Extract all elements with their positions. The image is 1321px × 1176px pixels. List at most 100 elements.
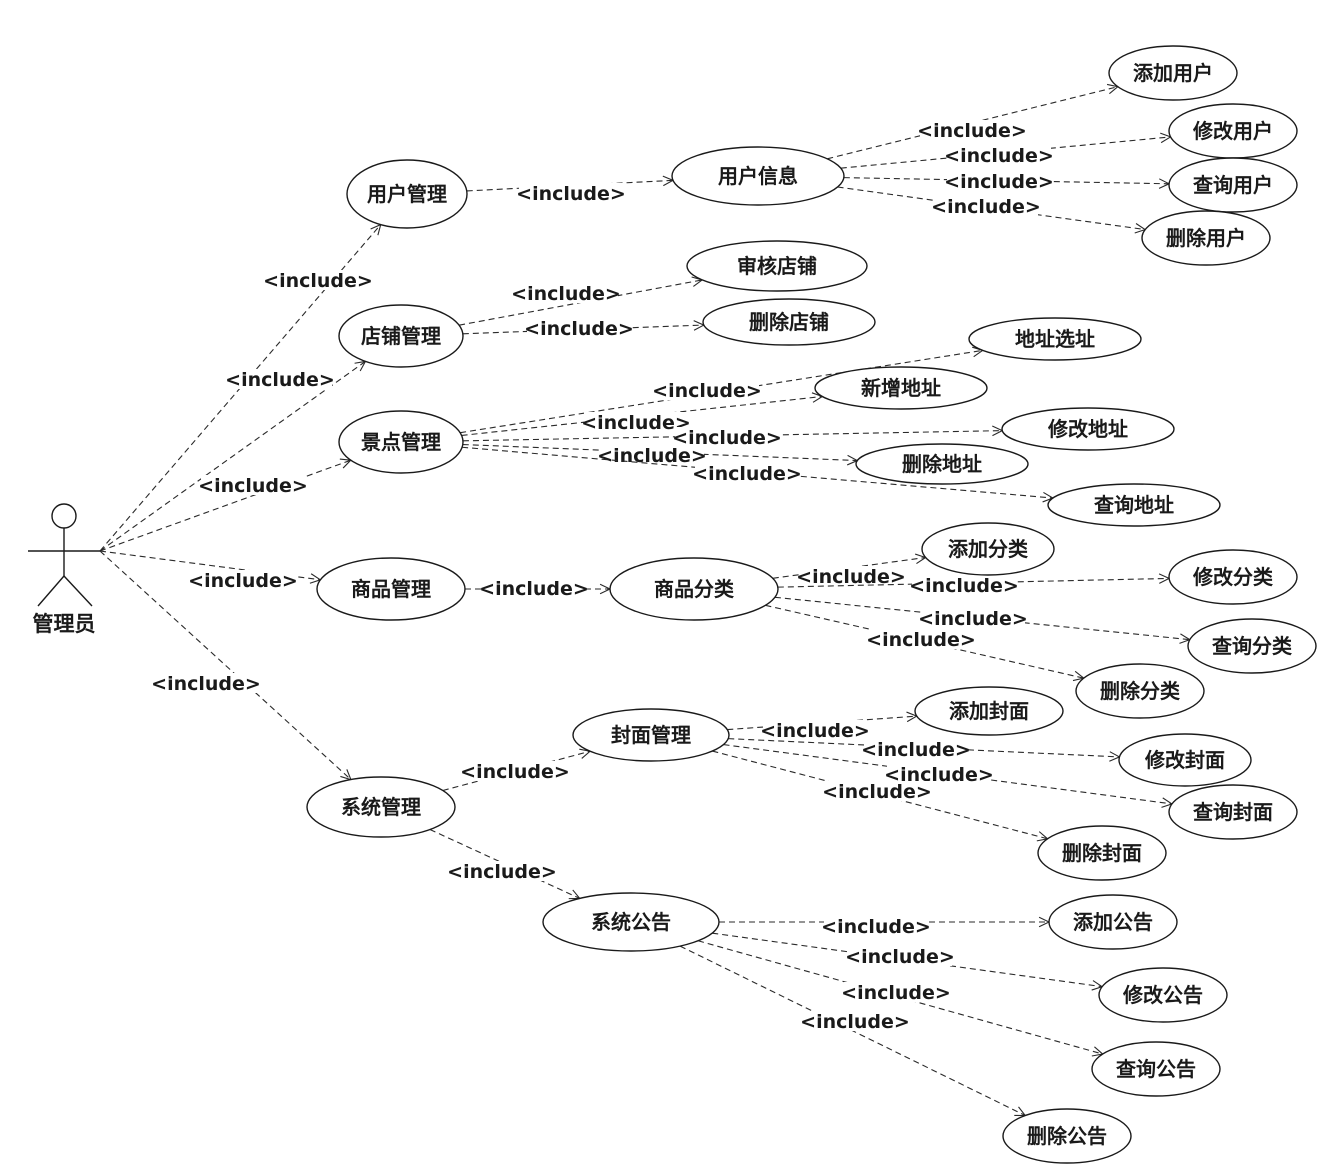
use-case-goods-cat: 商品分类 (609, 557, 779, 621)
use-case-audit-shop: 审核店铺 (686, 240, 868, 292)
use-case-label: 修改封面 (1144, 748, 1225, 772)
include-label: <include> (800, 1011, 910, 1033)
use-case-user-mgmt: 用户管理 (346, 159, 468, 229)
include-relation: <include> (727, 711, 918, 742)
include-edge (712, 932, 1103, 988)
include-label-bg (848, 946, 952, 966)
include-label-bg (934, 196, 1038, 216)
use-case-ellipse (609, 557, 779, 621)
use-case-ellipse (1168, 157, 1298, 213)
use-case-add-notice: 添加公告 (1048, 894, 1178, 950)
use-case-ellipse (702, 298, 876, 346)
include-label-bg (825, 781, 929, 801)
use-case-ellipse (1098, 967, 1228, 1023)
use-case-sys-mgmt: 系统管理 (306, 776, 456, 838)
use-case-ellipse (1037, 825, 1167, 881)
include-relation: <include> (827, 83, 1120, 160)
include-label-bg (201, 475, 305, 495)
include-edge (772, 556, 926, 579)
include-label: <include> (460, 761, 570, 783)
include-relation: <include> (462, 318, 706, 340)
use-case-label: 商品分类 (654, 577, 734, 601)
use-case-label: 新增地址 (861, 376, 941, 400)
include-edge (99, 550, 352, 780)
include-label-bg (675, 427, 779, 447)
use-case-label: 修改地址 (1047, 417, 1128, 441)
use-case-ellipse (1001, 407, 1175, 451)
use-case-label: 用户管理 (367, 182, 447, 206)
use-case-ellipse (1075, 663, 1205, 719)
use-case-spot-mgmt: 景点管理 (338, 410, 464, 474)
include-label-bg (763, 720, 867, 740)
include-label: <include> (652, 380, 762, 402)
use-case-del-addr: 删除地址 (855, 443, 1029, 485)
include-label: <include> (672, 427, 782, 449)
include-label: <include> (511, 283, 621, 305)
include-relation: <include> (429, 829, 581, 900)
include-label: <include> (225, 369, 335, 391)
include-label: <include> (861, 739, 971, 761)
include-label: <include> (822, 781, 932, 803)
include-relation: <include> (777, 573, 1171, 597)
include-edge (99, 459, 351, 552)
include-label-bg (584, 412, 688, 432)
include-label: <include> (944, 145, 1054, 167)
include-label: <include> (198, 475, 308, 497)
include-relation: <include> (712, 932, 1104, 991)
use-case-edit-user: 修改用户 (1168, 103, 1298, 159)
include-relation: <include> (719, 916, 1051, 938)
use-case-ellipse (814, 366, 988, 410)
include-relation: <include> (840, 132, 1172, 169)
use-case-edit-addr: 修改地址 (1001, 407, 1175, 451)
include-label: <include> (516, 183, 626, 205)
include-label-bg (864, 739, 968, 759)
use-case-ellipse (671, 146, 845, 206)
use-case-ellipse (1047, 483, 1221, 527)
use-case-query-cat: 查询分类 (1187, 618, 1317, 674)
include-label-bg (519, 183, 623, 203)
include-label: <include> (760, 720, 870, 742)
use-case-shop-mgmt: 店铺管理 (338, 304, 464, 368)
use-case-ellipse (1108, 45, 1238, 101)
include-label: <include> (263, 270, 373, 292)
use-case-addr-select: 地址选址 (968, 317, 1142, 361)
include-label: <include> (188, 570, 298, 592)
include-label: <include> (524, 318, 634, 340)
actor-figure: 管理员 (28, 503, 100, 636)
use-case-ellipse (346, 159, 468, 229)
include-relation: <include> (462, 425, 1004, 449)
include-label-bg (527, 318, 631, 338)
use-case-add-user: 添加用户 (1108, 45, 1238, 101)
include-label-bg (228, 369, 332, 389)
use-case-ellipse (572, 708, 730, 762)
include-relation: <include> (99, 550, 352, 781)
use-case-label: 修改公告 (1122, 983, 1203, 1007)
include-label-bg (803, 1011, 907, 1031)
use-case-goods-mgmt: 商品管理 (316, 557, 466, 621)
use-case-label: 添加分类 (948, 537, 1028, 561)
use-case-edit-notice: 修改公告 (1098, 967, 1228, 1023)
include-label-bg (947, 145, 1051, 165)
include-label-bg (154, 673, 258, 693)
use-case-ellipse (1048, 894, 1178, 950)
actor-left-leg (37, 575, 65, 607)
include-label: <include> (931, 196, 1041, 218)
use-case-ellipse (1091, 1041, 1221, 1097)
include-edge (723, 744, 1173, 805)
include-label: <include> (845, 946, 955, 968)
include-label: <include> (447, 861, 557, 883)
use-case-label: 系统管理 (341, 795, 421, 819)
include-label-bg (695, 463, 799, 483)
include-label: <include> (866, 629, 976, 651)
arrowhead (339, 458, 352, 469)
use-case-label: 封面管理 (611, 723, 691, 747)
use-case-label: 查询地址 (1094, 493, 1174, 517)
use-case-label: 系统公告 (591, 910, 671, 934)
include-label-bg (514, 283, 618, 303)
use-case-edit-cat: 修改分类 (1168, 549, 1298, 605)
use-cases-layer: 用户管理用户信息添加用户修改用户查询用户删除用户店铺管理审核店铺删除店铺景点管理… (306, 45, 1317, 1164)
use-case-ellipse (921, 522, 1055, 576)
include-label-bg (600, 445, 704, 465)
use-case-label: 修改用户 (1192, 119, 1273, 143)
